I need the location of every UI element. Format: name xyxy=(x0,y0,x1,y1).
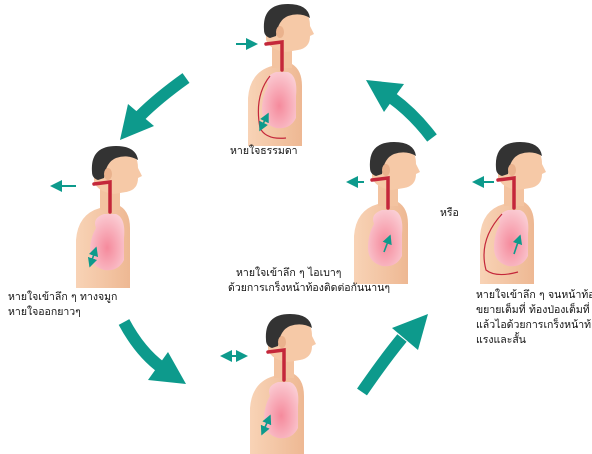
label-line: หายใจเข้าลึก ๆ จนหน้าท้อง xyxy=(476,288,592,303)
label-light-cough: หายใจเข้าลึก ๆ ไอเบาๆ ด้วยการเกร็งหน้าท้… xyxy=(228,266,390,296)
figure-bottom xyxy=(222,314,316,454)
figure-normal-breathing xyxy=(236,4,314,146)
label-normal-breathing: หายใจธรรมดา xyxy=(230,144,298,159)
label-line: หายใจเข้าลึก ๆ ทางจมูก xyxy=(8,290,117,305)
figure-forceful-cough xyxy=(474,142,546,284)
label-line: ขยายเต็มที่ ท้องป่องเต็มที่ xyxy=(476,303,592,318)
label-line: ด้วยการเกร็งหน้าท้องติดต่อกันนานๆ xyxy=(228,281,390,296)
cycle-arrow-icon xyxy=(124,322,186,384)
figure-light-cough xyxy=(348,142,420,284)
label-line: แล้วไอด้วยการเกร็งหน้าท้อง xyxy=(476,318,592,333)
label-line: แรงและสั้น xyxy=(476,333,592,348)
figure-deep-breath-nose xyxy=(52,146,142,288)
cycle-arrow-icon xyxy=(362,314,428,392)
label-or: หรือ xyxy=(440,206,459,221)
label-forceful-cough: หายใจเข้าลึก ๆ จนหน้าท้อง ขยายเต็มที่ ท้… xyxy=(476,288,592,348)
cycle-arrow-icon xyxy=(366,80,432,138)
label-deep-breath-nose: หายใจเข้าลึก ๆ ทางจมูก หายใจออกยาวๆ xyxy=(8,290,117,320)
label-line: หายใจออกยาวๆ xyxy=(8,305,117,320)
cycle-arrow-icon xyxy=(120,78,186,140)
label-line: หายใจเข้าลึก ๆ ไอเบาๆ xyxy=(228,266,390,281)
